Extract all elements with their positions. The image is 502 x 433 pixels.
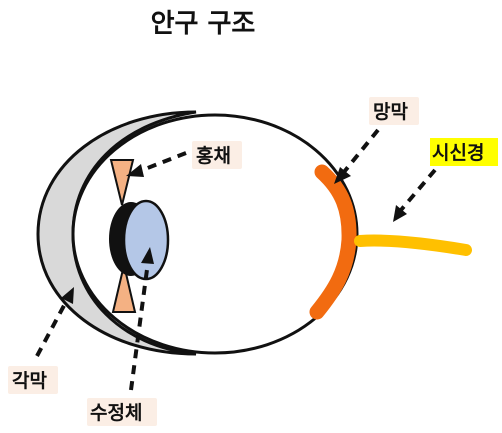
lens-label-bg xyxy=(87,398,157,426)
retina xyxy=(309,164,357,320)
lens-label: 수정체 xyxy=(90,402,142,424)
retina-label-bg xyxy=(369,97,419,125)
cornea-label: 각막 xyxy=(12,370,47,392)
iris-label: 홍채 xyxy=(196,144,231,167)
optic-nerve-label: 시신경 xyxy=(432,142,484,164)
optic-nerve xyxy=(354,234,472,256)
iris-pointer-arrow xyxy=(126,151,187,177)
cornea-label-bg xyxy=(8,366,58,394)
retina-pointer-arrow xyxy=(334,128,380,184)
optic-nerve-label-bg xyxy=(430,138,498,166)
lens xyxy=(122,199,170,281)
cornea-pointer-arrow xyxy=(35,287,74,357)
iris-label-bg xyxy=(192,141,242,169)
optic-nerve-pointer-arrow xyxy=(393,168,437,222)
iris-lower xyxy=(111,264,137,313)
lens-pointer-arrow xyxy=(129,247,154,391)
retina-label: 망막 xyxy=(373,101,408,123)
diagram-title: 안구 구조 xyxy=(151,9,256,39)
iris-upper xyxy=(109,159,135,206)
